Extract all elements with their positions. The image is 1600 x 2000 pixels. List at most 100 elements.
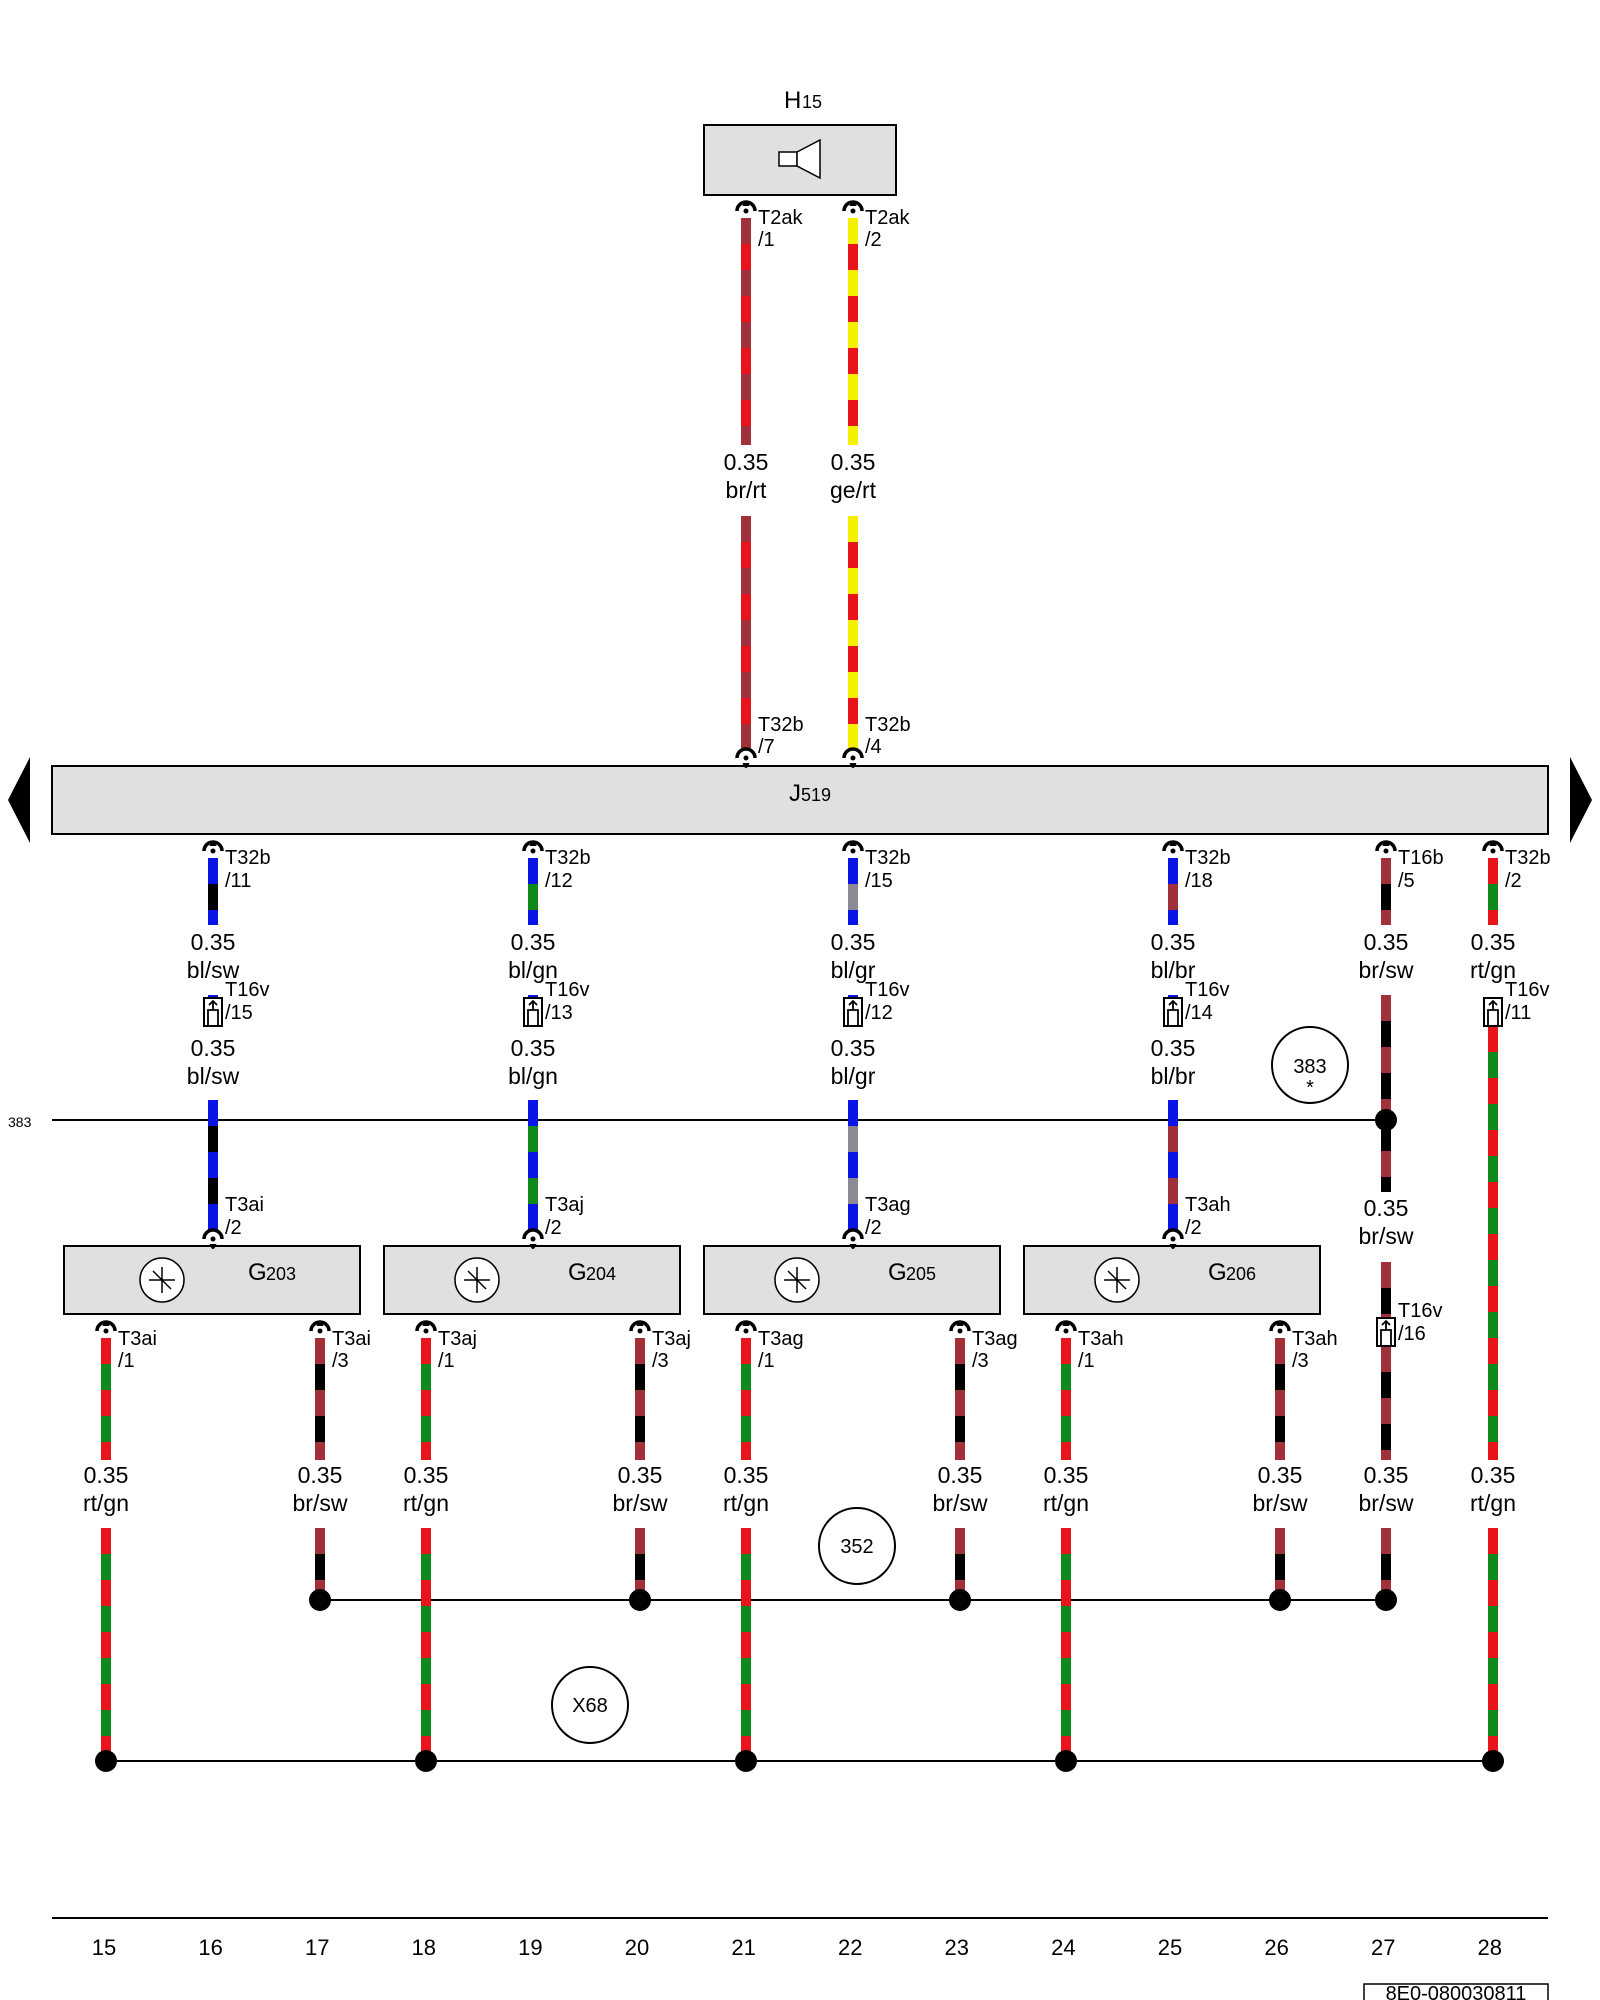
pin-label: /2: [1505, 870, 1522, 892]
pin-label: /2: [225, 1217, 242, 1239]
junction-dots: [95, 1109, 1504, 1772]
sensor-icon: [139, 1257, 185, 1303]
wire-size: 0.35: [724, 1462, 769, 1488]
pin-label: /2: [1185, 1217, 1202, 1239]
wire-size: 0.35: [1044, 1462, 1089, 1488]
wire-color: bl/sw: [187, 957, 240, 983]
wire-color: rt/gn: [1470, 1490, 1516, 1516]
sensor-sub: 204: [586, 1264, 616, 1284]
wire-color: br/sw: [293, 1490, 348, 1516]
conn-label: T32b: [865, 847, 911, 869]
wire-color: br/rt: [726, 477, 768, 503]
wire-color: bl/gr: [831, 1063, 876, 1089]
column-number: 24: [1051, 1935, 1075, 1960]
wire-size: 0.35: [511, 1035, 556, 1061]
column-number: 25: [1158, 1935, 1182, 1960]
pin-label: /2: [545, 1217, 562, 1239]
wire-size: 0.35: [191, 1035, 236, 1061]
junction-dot: [1375, 1589, 1397, 1611]
wire-size: 0.35: [831, 1035, 876, 1061]
wire-color: br/sw: [1253, 1490, 1308, 1516]
conn-label: T32b: [225, 847, 271, 869]
sensor-icon: [1094, 1257, 1140, 1303]
column-number: 19: [518, 1935, 542, 1960]
wire-size: 0.35: [1151, 1035, 1196, 1061]
conn-label: T16v: [1505, 979, 1549, 1001]
sensor-g205: G 205: [703, 1245, 1001, 1315]
wire-color: rt/gn: [1043, 1490, 1089, 1516]
inline-connector-icon: [1163, 997, 1183, 1027]
reference-383: 383 * 383: [8, 1026, 1349, 1130]
conn-label: T32b: [545, 847, 591, 869]
pin-label: /2: [865, 229, 882, 251]
conn-label: T3ah: [1185, 1194, 1231, 1216]
conn-label: T3ai: [118, 1328, 157, 1350]
junction-dot: [415, 1750, 437, 1772]
side-reference-label: 383: [8, 1114, 32, 1130]
conn-label: T3ah: [1078, 1328, 1124, 1350]
speaker-icon: [778, 138, 821, 180]
pin-label: /3: [652, 1350, 669, 1372]
conn-label: T16v: [225, 979, 269, 1001]
pin-label: /3: [972, 1350, 989, 1372]
wire-color: ge/rt: [830, 477, 877, 503]
sensor-name: G: [248, 1259, 267, 1286]
wire-color: bl/br: [1151, 1063, 1196, 1089]
column-number: 15: [92, 1935, 116, 1960]
wire-color: bl/br: [1151, 957, 1196, 983]
sensor-sub: 206: [1226, 1264, 1256, 1284]
column-number: 17: [305, 1935, 329, 1960]
pin-label: /1: [438, 1350, 455, 1372]
conn-label: T3ag: [865, 1194, 911, 1216]
wire-color: br/sw: [1359, 957, 1414, 983]
wire-size: 0.35: [511, 929, 556, 955]
sensor-name: G: [568, 1259, 587, 1286]
junction-dot: [735, 1750, 757, 1772]
sensor-sub: 205: [906, 1264, 936, 1284]
wire-size: 0.35: [1364, 1195, 1409, 1221]
column-number: 27: [1371, 1935, 1395, 1960]
wire-size: 0.35: [831, 929, 876, 955]
conn-label: T16v: [545, 979, 589, 1001]
column-number: 26: [1264, 1935, 1288, 1960]
sensor-name: G: [888, 1259, 907, 1286]
pin-label: /3: [1292, 1350, 1309, 1372]
junction-dot: [309, 1589, 331, 1611]
wire-color: rt/gn: [83, 1490, 129, 1516]
junction-dot: [1269, 1589, 1291, 1611]
wire-size: 0.35: [1258, 1462, 1303, 1488]
wire-color: bl/sw: [187, 1063, 240, 1089]
document-number: 8E0-080030811: [1386, 1983, 1527, 2000]
reference-label: X68: [572, 1695, 608, 1717]
continue-right-icon: [1570, 757, 1592, 843]
pin-label: /4: [865, 736, 882, 758]
wire-size: 0.35: [1364, 1462, 1409, 1488]
sensor-g206: G 206: [1023, 1245, 1321, 1315]
wire-color: rt/gn: [403, 1490, 449, 1516]
column-number: 16: [198, 1935, 222, 1960]
pin-label: /16: [1398, 1323, 1426, 1345]
speaker-name: H: [784, 87, 801, 114]
column-number: 21: [731, 1935, 755, 1960]
conn-label: T3ai: [332, 1328, 371, 1350]
pin-label: /1: [1078, 1350, 1095, 1372]
wire-size: 0.35: [404, 1462, 449, 1488]
connector-labels: T2ak /1 T2ak /2 T32b /7 T32b /4 T32b /11…: [95, 199, 1551, 1372]
reference-label: 383: [1293, 1056, 1326, 1078]
sensor-g203: G 203: [63, 1245, 361, 1315]
conn-label: T32b: [865, 714, 911, 736]
reference-352: 352: [818, 1507, 896, 1585]
wire-size: 0.35: [724, 449, 769, 475]
inline-connector-icon: [843, 997, 863, 1027]
junction-dot: [1482, 1750, 1504, 1772]
junction-dot: [629, 1589, 651, 1611]
conn-label: T32b: [1185, 847, 1231, 869]
wire-color: rt/gn: [1470, 957, 1516, 983]
sensor-g204: G 204: [383, 1245, 681, 1315]
control-unit-box: [51, 765, 1549, 835]
conn-label: T3ah: [1292, 1328, 1338, 1350]
pin-label: /11: [1505, 1002, 1531, 1024]
reference-label: 352: [840, 1536, 873, 1558]
